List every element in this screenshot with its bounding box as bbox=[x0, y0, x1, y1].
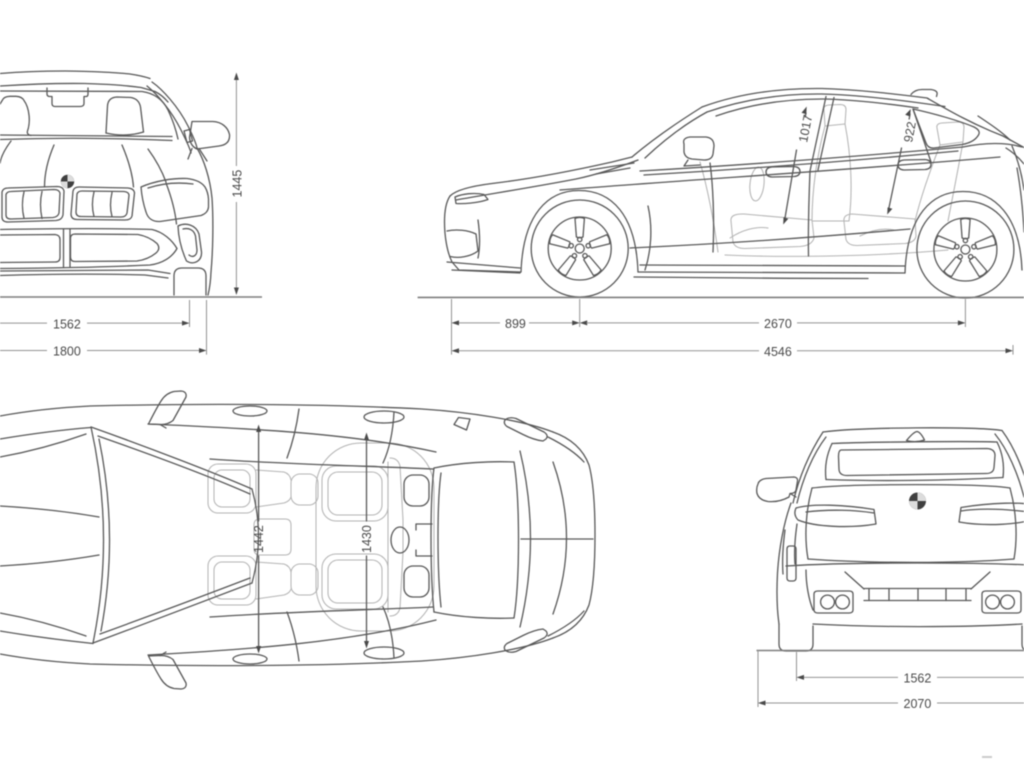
svg-text:1442: 1442 bbox=[252, 525, 266, 553]
svg-text:4546: 4546 bbox=[764, 345, 792, 359]
svg-text:1562: 1562 bbox=[53, 317, 81, 331]
svg-text:922: 922 bbox=[901, 120, 919, 143]
svg-text:1562: 1562 bbox=[904, 672, 932, 686]
svg-text:1445: 1445 bbox=[231, 170, 245, 198]
svg-text:2070: 2070 bbox=[904, 697, 932, 711]
svg-text:2670: 2670 bbox=[764, 317, 792, 331]
svg-text:899: 899 bbox=[505, 317, 526, 331]
svg-text:1800: 1800 bbox=[53, 345, 81, 359]
svg-text:1017: 1017 bbox=[796, 114, 815, 144]
svg-text:1430: 1430 bbox=[360, 525, 374, 553]
